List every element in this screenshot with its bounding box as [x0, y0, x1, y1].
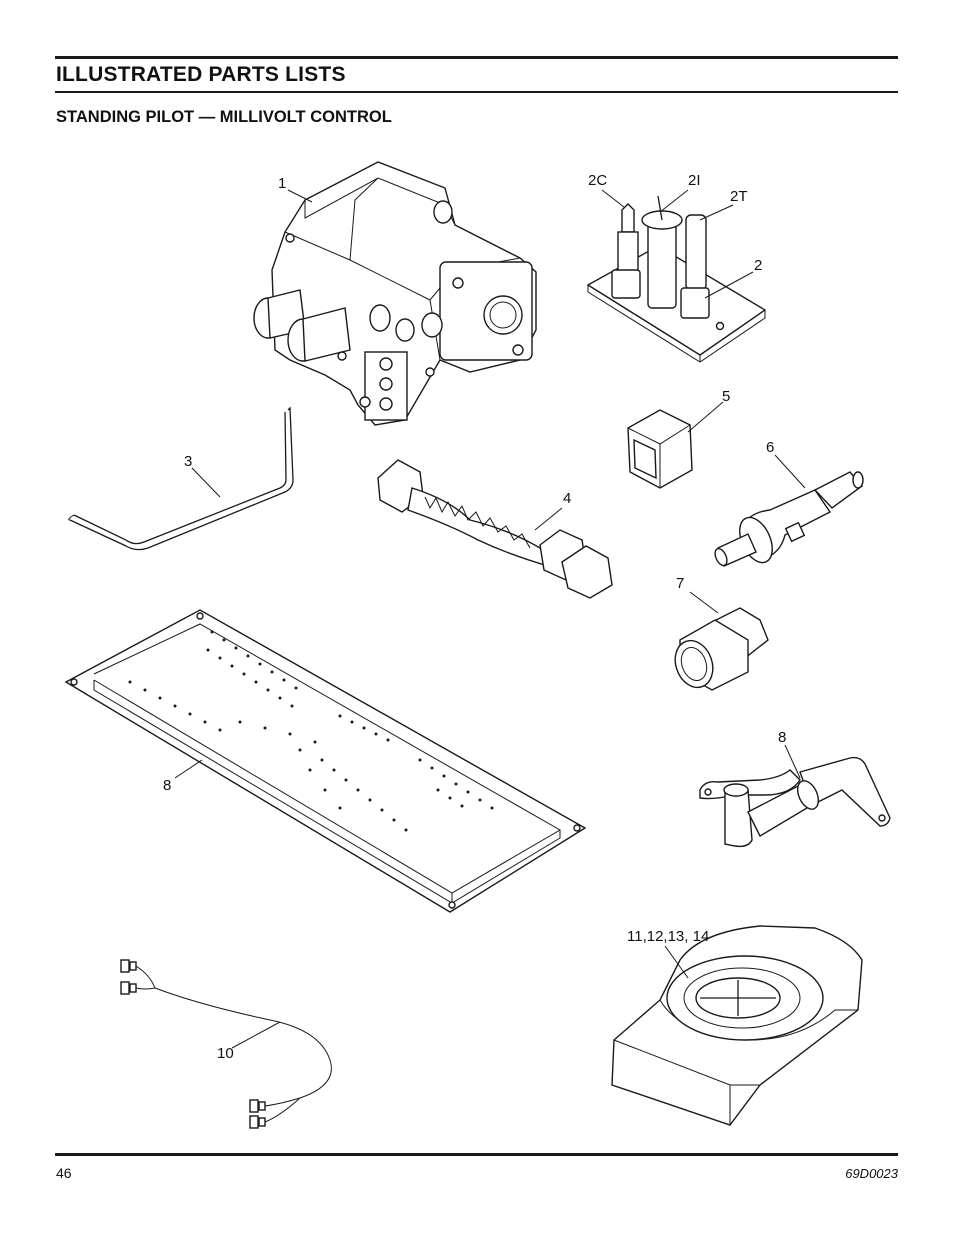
fitting-drawing — [674, 607, 769, 691]
callout-2t: 2T — [730, 188, 748, 205]
callout-2: 2 — [754, 257, 762, 274]
burner-plate-drawing — [64, 609, 587, 913]
leader-lines — [174, 189, 806, 1049]
page-number: 46 — [56, 1165, 72, 1181]
section-subtitle: STANDING PILOT — MILLIVOLT CONTROL — [56, 108, 392, 126]
gas-valve-drawing — [253, 161, 537, 426]
pilot-assembly-drawing — [586, 195, 767, 363]
callout-2i: 2I — [688, 172, 701, 189]
rocker-switch-drawing — [627, 409, 693, 489]
burner-cover-drawing — [611, 925, 863, 1126]
callout-6: 6 — [766, 439, 774, 456]
footer-rule — [55, 1153, 898, 1156]
callout-10: 10 — [217, 1045, 234, 1062]
title-underline — [55, 91, 898, 93]
callout-11-14: 11,12,13, 14 — [627, 928, 709, 945]
document-code: 69D0023 — [845, 1166, 898, 1181]
pilot-bracket-drawing — [699, 756, 891, 848]
callout-8-burner-plate: 8 — [163, 777, 171, 794]
callout-4: 4 — [563, 490, 571, 507]
pilot-tube-drawing — [68, 406, 294, 551]
callout-3: 3 — [184, 453, 192, 470]
callout-7: 7 — [676, 575, 684, 592]
page-title: ILLUSTRATED PARTS LISTS — [56, 63, 346, 86]
callout-8-pilot-bracket: 8 — [778, 729, 786, 746]
flex-connector-drawing — [377, 459, 613, 599]
callout-5: 5 — [722, 388, 730, 405]
burner-port-holes — [128, 630, 494, 832]
top-rule — [55, 56, 898, 59]
wire-harness-drawing — [120, 959, 332, 1129]
callout-2c: 2C — [588, 172, 607, 189]
igniter-drawing — [714, 471, 864, 567]
callout-1: 1 — [278, 175, 286, 192]
